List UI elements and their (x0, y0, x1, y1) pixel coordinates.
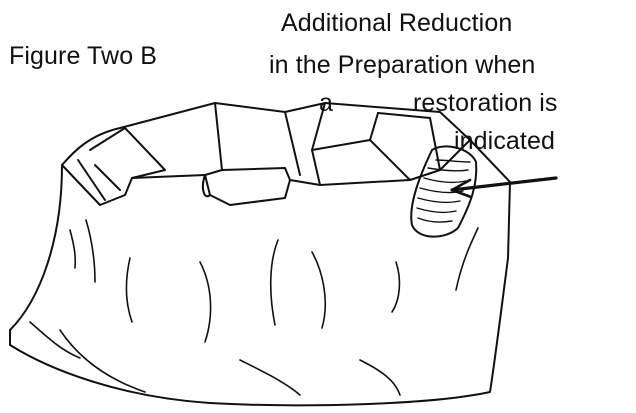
figure-title: Figure Two B (9, 41, 157, 71)
cusp-ridge-5 (285, 112, 300, 175)
annotation-line-1: Additional Reduction (281, 8, 512, 38)
annotation-arrow (452, 178, 556, 197)
annotation-line-3: restoration is (413, 88, 558, 118)
occlusal-rim (62, 140, 470, 205)
annotation-line-2: in the Preparation when (269, 50, 535, 80)
wall-contour-lines (30, 220, 478, 395)
cusp-ridge-7 (312, 113, 378, 150)
cusp-ridge-8 (370, 140, 410, 180)
cusp-ridge-4 (222, 168, 290, 180)
cusp-ridge-9 (378, 113, 440, 170)
annotation-line-4: indicated (454, 126, 555, 156)
reduction-hatching (417, 160, 470, 222)
annotation-word-a: a (319, 88, 333, 118)
cusp-ridge-3 (205, 103, 222, 175)
cusp-ridge-2 (78, 160, 120, 200)
